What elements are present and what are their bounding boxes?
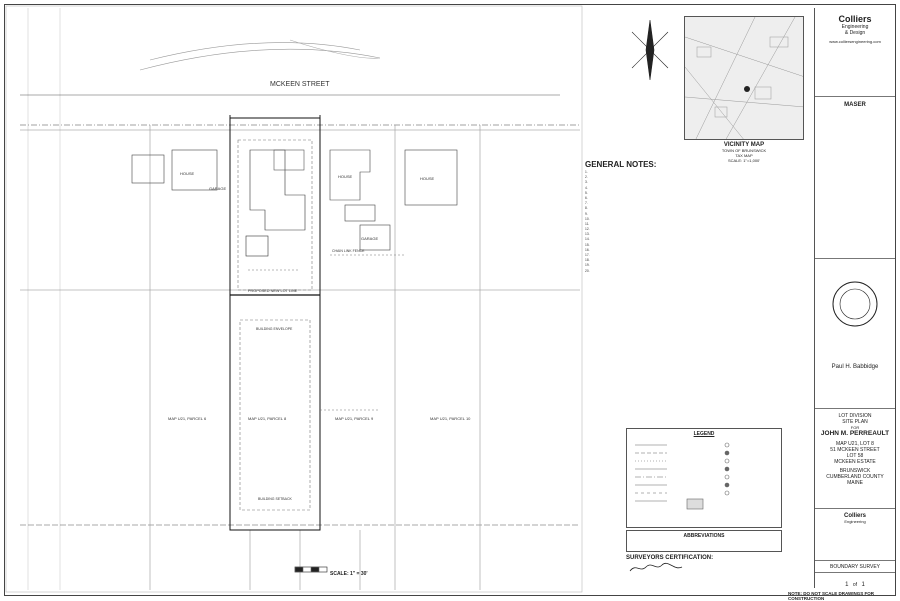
drawing-title-block: BOUNDARY SURVEY xyxy=(815,560,895,572)
county: CUMBERLAND COUNTY xyxy=(826,474,884,480)
scale-label: SCALE: 1" = 30' xyxy=(330,571,368,577)
vicinity-title: VICINITY MAP xyxy=(723,142,765,148)
client-name: JOHN M. PERREAULT xyxy=(820,430,890,437)
estate: MCKEEN ESTATE xyxy=(834,459,876,465)
parcel-label-10: MAP U21, PARCEL 10 xyxy=(430,416,471,421)
maser-logo: MASER xyxy=(844,102,866,108)
footer-note: NOTE: DO NOT SCALE DRAWINGS FOR CONSTRUC… xyxy=(788,591,874,601)
sheet-number: 1 xyxy=(845,582,849,588)
note-item: 15. xyxy=(585,242,590,247)
note-item: 2. xyxy=(585,175,588,180)
garage-label-2: GARAGE xyxy=(361,236,378,241)
note-item: 17. xyxy=(585,253,590,257)
house-label-3: HOUSE xyxy=(420,176,435,181)
note-item: 10. xyxy=(585,216,590,221)
notes-list: 1.2.3.4.5.6.7.8.9.10.11.12.13.14.15.16.1… xyxy=(585,170,807,273)
sheet-total: 1 xyxy=(861,582,865,588)
note-item: 20. xyxy=(585,268,590,273)
note-item: 1. xyxy=(585,170,588,174)
general-notes: GENERAL NOTES: 1.2.3.4.5.6.7.8.9.10.11.1… xyxy=(585,160,807,380)
legend-symbols xyxy=(635,442,730,510)
parcel-label-8: MAP U21, PARCEL 8 xyxy=(248,416,287,421)
street-label: MCKEEN STREET xyxy=(270,81,330,88)
address: 51 MCKEEN STREET xyxy=(830,447,880,453)
legend-title: LEGEND xyxy=(693,431,715,437)
note-item: 5. xyxy=(585,190,588,195)
abbreviations-title: ABBREVIATIONS xyxy=(683,533,725,539)
note-item: 7. xyxy=(585,201,588,206)
note-item: 3. xyxy=(585,180,588,185)
vicinity-title-block: VICINITY MAP TOWN OF BRUNSWICK TAX MAP S… xyxy=(684,142,804,163)
surveyor-seal xyxy=(832,281,878,327)
parcel-label-9: MAP U21, PARCEL 9 xyxy=(335,416,374,421)
vicinity-scale: SCALE: 1"=1,000' xyxy=(727,158,761,163)
note-item: 9. xyxy=(585,211,588,216)
fence-label: CHAIN LINK FENCE xyxy=(332,249,365,253)
note-item: 14. xyxy=(585,237,590,242)
note-item: 19. xyxy=(585,263,590,268)
notes-heading: GENERAL NOTES: xyxy=(585,160,657,169)
sheet-number-block: 1 of 1 xyxy=(815,572,895,588)
abbreviations: ABBREVIATIONS xyxy=(626,530,782,552)
note-item: 8. xyxy=(585,206,588,211)
note-item: 13. xyxy=(585,232,590,237)
lot-line-label: PROPOSED NEW LOT LINE xyxy=(248,289,298,293)
certification-title: SURVEYORS CERTIFICATION: xyxy=(626,555,714,561)
doc-type-2: SITE PLAN xyxy=(842,419,868,425)
vicinity-map-graphic xyxy=(685,17,803,139)
firm-sub1: Engineering xyxy=(841,24,869,30)
surveyor-signature xyxy=(629,562,683,572)
drawing-sheet xyxy=(4,4,896,596)
note-item: 12. xyxy=(585,227,590,232)
firm-logo-block: Colliers Engineering & Design www.collie… xyxy=(815,8,895,68)
surveyor-name: Paul H. Babbidge xyxy=(831,364,879,370)
maser-block: MASER xyxy=(815,96,895,116)
house-label-2: HOUSE xyxy=(338,174,353,179)
surveyor-seal-block: Paul H. Babbidge xyxy=(815,258,895,393)
legend: LEGEND xyxy=(626,428,782,528)
firm-name-bottom: Colliers xyxy=(843,513,866,519)
state: MAINE xyxy=(847,480,863,486)
garage-label: GARAGE xyxy=(209,186,226,191)
project-info-block: LOT DIVISION SITE PLAN FOR JOHN M. PERRE… xyxy=(815,408,895,508)
firm-name: Colliers xyxy=(838,14,872,24)
sheet-of: of xyxy=(852,582,858,588)
surveyor-certification: SURVEYORS CERTIFICATION: xyxy=(626,555,782,585)
firm-sub-bottom: Engineering xyxy=(844,519,866,524)
town: BRUNSWICK xyxy=(839,468,871,474)
map-lot: MAP U21, LOT 8 xyxy=(836,441,874,447)
lot: LOT 58 xyxy=(846,453,864,459)
note-item: 18. xyxy=(585,258,590,263)
note-item: 6. xyxy=(585,195,588,200)
note-item: 4. xyxy=(585,185,588,190)
parcel-label-6: MAP U21, PARCEL 6 xyxy=(168,416,207,421)
for-label: FOR xyxy=(850,425,860,430)
firm-block-bottom: Colliers Engineering xyxy=(815,508,895,538)
title-block: Colliers Engineering & Design www.collie… xyxy=(814,8,895,588)
vicinity-sub1: TOWN OF BRUNSWICK xyxy=(721,148,767,153)
setback-label: BUILDING SETBACK xyxy=(258,497,293,501)
drawing-title: BOUNDARY SURVEY xyxy=(829,564,881,570)
note-item: 16. xyxy=(585,247,590,252)
doc-type-1: LOT DIVISION xyxy=(838,413,872,419)
firm-website: www.colliersengineering.com xyxy=(829,39,881,44)
house-label: HOUSE xyxy=(180,171,195,176)
vicinity-sub2: TAX MAP xyxy=(735,153,753,158)
note-item: 11. xyxy=(585,221,590,226)
vicinity-map xyxy=(684,16,804,140)
envelope-label: BUILDING ENVELOPE xyxy=(256,327,293,331)
firm-sub2: & Design xyxy=(844,30,866,36)
